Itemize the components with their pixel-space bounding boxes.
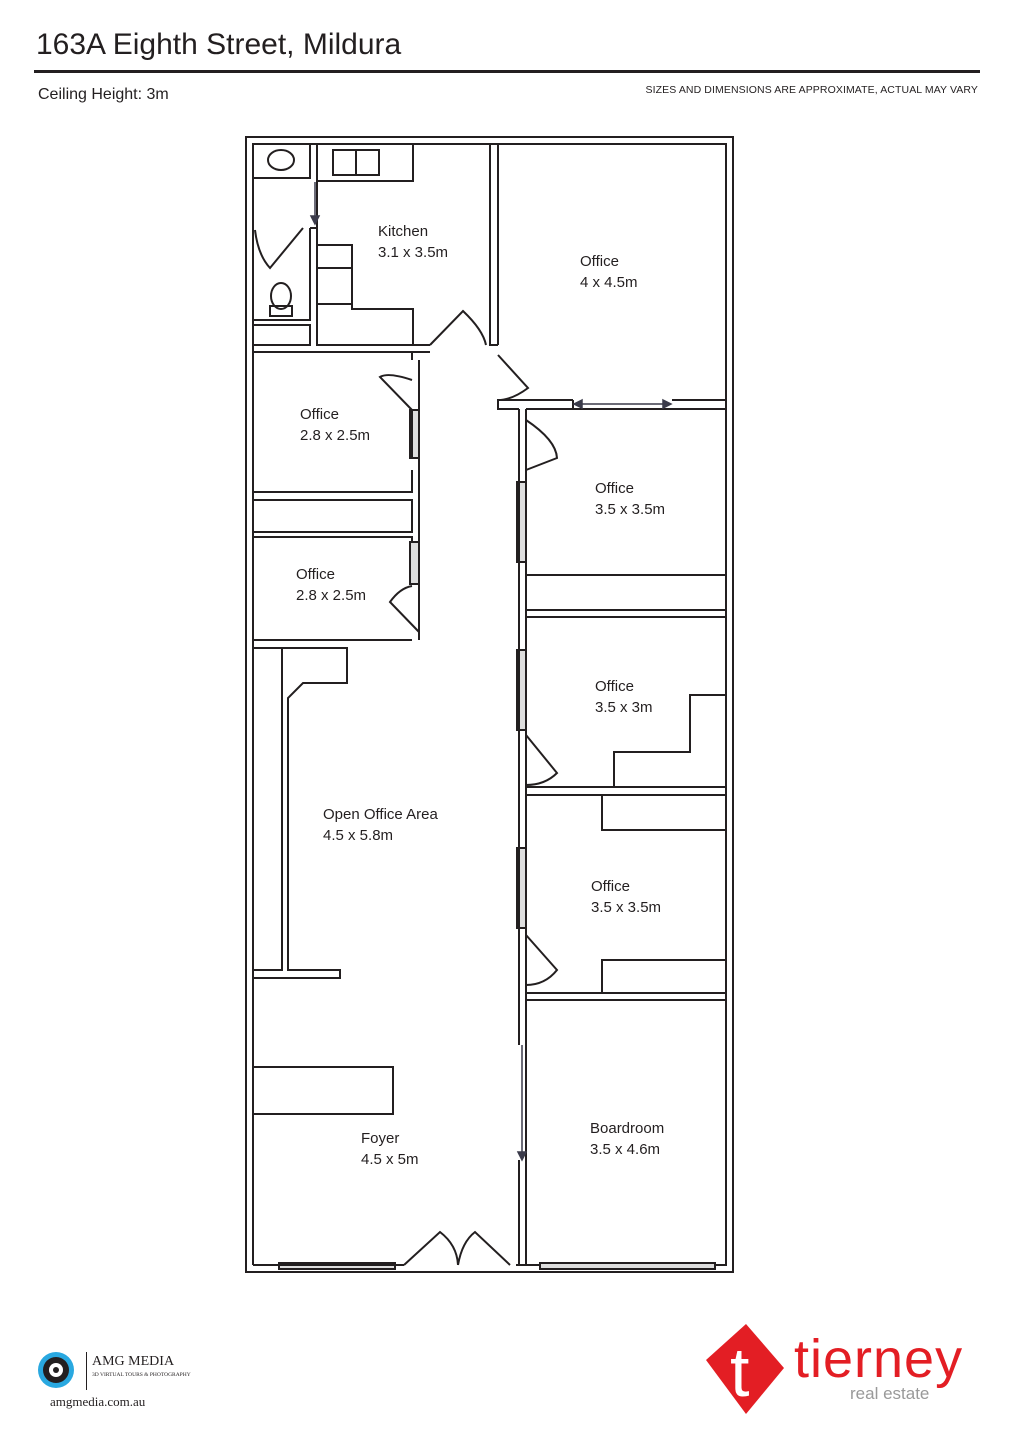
- window: [409, 541, 420, 585]
- stove-icon: [316, 267, 353, 305]
- room-office-6-size: 3.5 x 3.5m: [591, 899, 661, 916]
- door-swing: [254, 227, 304, 270]
- amg-url: amgmedia.com.au: [50, 1394, 146, 1409]
- room-open-office-name: Open Office Area: [323, 806, 438, 823]
- mandala-icon: [38, 1352, 74, 1388]
- room-boardroom-name: Boardroom: [590, 1120, 664, 1137]
- disclaimer: SIZES AND DIMENSIONS ARE APPROXIMATE, AC…: [645, 84, 978, 96]
- bath-cabinet: [252, 324, 311, 346]
- page-title: 163A Eighth Street, Mildura: [36, 28, 402, 61]
- room-office-2-name: Office: [300, 406, 339, 423]
- tierney-diamond-icon: t: [706, 1324, 784, 1414]
- kitchen-bench: [316, 143, 414, 182]
- room-kitchen-size: 3.1 x 3.5m: [378, 244, 448, 261]
- reception-desk: [252, 1066, 394, 1115]
- room-open-office-size: 4.5 x 5.8m: [323, 827, 393, 844]
- room-office-3-name: Office: [595, 480, 634, 497]
- room-office-4-size: 2.8 x 2.5m: [296, 587, 366, 604]
- room-kitchen-name: Kitchen: [378, 223, 428, 240]
- room-office-4-name: Office: [296, 566, 335, 583]
- room-foyer-name: Foyer: [361, 1130, 399, 1147]
- sink-icon: [267, 149, 295, 171]
- tierney-logo: t tierney real estate: [700, 1318, 990, 1418]
- room-office-1-size: 4 x 4.5m: [580, 274, 638, 291]
- agency-sub: real estate: [850, 1384, 930, 1403]
- svg-text:t: t: [730, 1333, 749, 1411]
- room-office-1-name: Office: [580, 253, 619, 270]
- room-office-6-name: Office: [591, 878, 630, 895]
- ceiling-height: Ceiling Height: 3m: [38, 86, 169, 103]
- title-divider: [34, 70, 980, 73]
- window: [409, 409, 420, 459]
- room-office-5-size: 3.5 x 3m: [595, 699, 653, 716]
- room-labels: Kitchen 3.1 x 3.5m Office 4 x 4.5m Offic…: [296, 223, 665, 1168]
- room-office-5-name: Office: [595, 678, 634, 695]
- outer-wall: [245, 136, 734, 1273]
- agency-name: tierney: [794, 1329, 964, 1389]
- room-office-3-size: 3.5 x 3.5m: [595, 501, 665, 518]
- kitchen-door: [429, 309, 487, 346]
- vanity: [252, 143, 311, 179]
- toilet-icon: [270, 282, 292, 310]
- room-boardroom-size: 3.5 x 4.6m: [590, 1141, 660, 1158]
- amg-tagline: 3D VIRTUAL TOURS & PHOTOGRAPHY: [92, 1372, 191, 1378]
- room-office-2-size: 2.8 x 2.5m: [300, 427, 370, 444]
- amg-name: AMG MEDIA: [92, 1354, 175, 1369]
- room-foyer-size: 4.5 x 5m: [361, 1151, 419, 1168]
